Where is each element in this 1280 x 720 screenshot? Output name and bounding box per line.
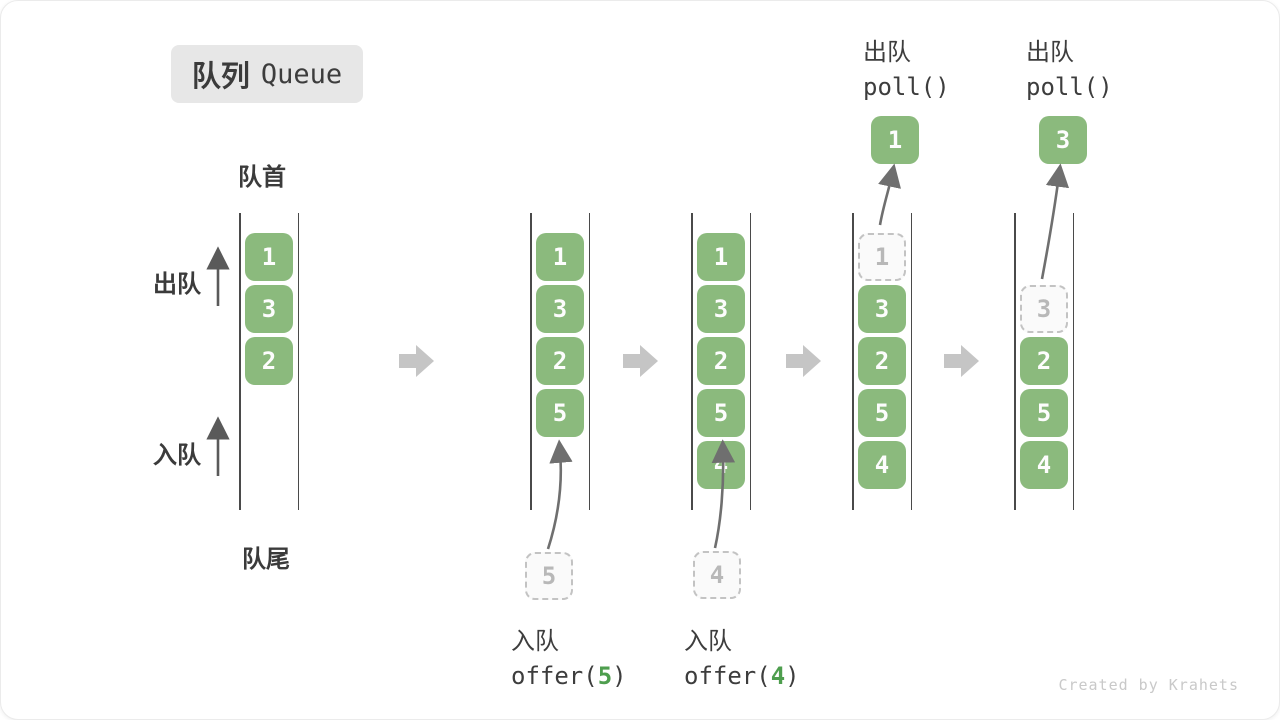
queue-cell-solid: 5	[1020, 389, 1068, 437]
dequeue-side-label: 出队	[153, 271, 201, 298]
state-transition-arrow-icon	[623, 345, 658, 377]
queue-wall-right	[588, 213, 590, 510]
enqueue-4-arrow-icon	[711, 439, 736, 549]
enqueue-5-arrow-icon	[546, 439, 573, 550]
queue-cell-solid: 5	[858, 389, 906, 437]
queue-cell-solid: 3	[697, 285, 745, 333]
title-box: 队列 Queue	[171, 45, 363, 103]
queue-cell-solid: 1	[245, 233, 293, 281]
queue-wall-right	[749, 213, 751, 510]
state-transition-arrow-icon	[944, 345, 979, 377]
queue-wall-right	[297, 213, 299, 510]
staged-element-5: 5	[525, 552, 573, 600]
dequeue-label: 出队	[1026, 39, 1074, 66]
operation-label-offer-4: 入队 offer(4)	[684, 621, 800, 690]
queue-wall-left	[852, 213, 854, 510]
queue-cell-solid: 2	[858, 337, 906, 385]
code-open: offer(	[511, 662, 598, 690]
operation-label-poll-3: 出队 poll()	[1026, 32, 1113, 101]
offer-5-code: offer(5)	[511, 662, 627, 690]
queue-cell-solid: 1	[536, 233, 584, 281]
queue-wall-right	[1072, 213, 1074, 510]
dequeue-label: 出队	[863, 39, 911, 66]
poll-1-arrow-icon	[878, 163, 901, 226]
poll-result-element-1: 1	[871, 116, 919, 164]
enqueue-label: 入队	[511, 628, 559, 655]
poll-code: poll()	[863, 73, 950, 101]
code-arg: 5	[597, 662, 613, 690]
queue-wall-left	[691, 213, 693, 510]
queue-cell-solid: 2	[536, 337, 584, 385]
queue-cell-solid: 5	[536, 389, 584, 437]
enqueue-side-label: 入队	[153, 442, 201, 469]
poll-code: poll()	[1026, 73, 1113, 101]
queue-cell-solid: 2	[245, 337, 293, 385]
code-open: offer(	[684, 662, 771, 690]
queue-wall-left	[239, 213, 241, 510]
staged-element-4: 4	[693, 551, 741, 599]
queue-wall-left	[530, 213, 532, 510]
code-close: )	[785, 662, 800, 690]
queue-front-label: 队首	[238, 164, 286, 191]
queue-cell-solid: 5	[697, 389, 745, 437]
poll-3-arrow-icon	[1040, 163, 1070, 280]
queue-cell-solid: 2	[697, 337, 745, 385]
queue-wall-left	[1014, 213, 1016, 510]
queue-cell-dashed: 1	[858, 233, 906, 281]
queue-rear-label: 队尾	[242, 546, 290, 573]
code-arg: 4	[770, 662, 786, 690]
title-zh: 队列	[191, 61, 250, 93]
queue-cell-solid: 4	[858, 441, 906, 489]
poll-result-element-3: 3	[1039, 116, 1087, 164]
enqueue-direction-arrow-icon	[206, 416, 230, 476]
state-transition-arrow-icon	[786, 345, 821, 377]
queue-wall-right	[910, 213, 912, 510]
title-en: Queue	[260, 58, 343, 90]
queue-cell-solid: 1	[697, 233, 745, 281]
queue-cell-dashed: 3	[1020, 285, 1068, 333]
dequeue-direction-arrow-icon	[206, 246, 230, 306]
enqueue-label: 入队	[684, 628, 732, 655]
queue-cell-solid: 3	[245, 285, 293, 333]
queue-cell-solid: 2	[1020, 337, 1068, 385]
state-transition-arrow-icon	[399, 345, 434, 377]
offer-4-code: offer(4)	[684, 662, 800, 690]
operation-label-poll-1: 出队 poll()	[863, 32, 950, 101]
queue-cell-solid: 4	[1020, 441, 1068, 489]
watermark: Created by Krahets	[1058, 676, 1239, 694]
operation-label-offer-5: 入队 offer(5)	[511, 621, 627, 690]
code-close: )	[612, 662, 627, 690]
queue-cell-solid: 3	[858, 285, 906, 333]
queue-cell-solid: 3	[536, 285, 584, 333]
